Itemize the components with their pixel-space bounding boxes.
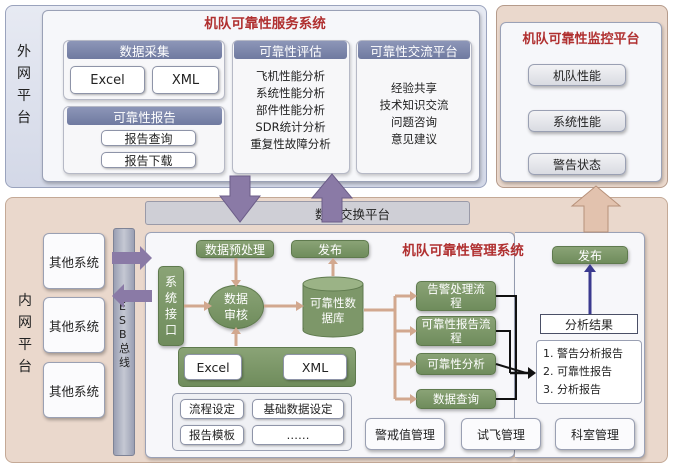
result-item-warning[interactable]: 1. 警告分析报告 xyxy=(543,347,623,360)
exchange-item-question[interactable]: 问题咨询 xyxy=(391,115,437,129)
module-threshold-button[interactable]: 警戒值管理 xyxy=(365,418,445,450)
setting-basic-data-button[interactable]: 基础数据设定 xyxy=(252,399,344,419)
other-system-3[interactable]: 其他系统 xyxy=(43,362,105,418)
setting-process-button[interactable]: 流程设定 xyxy=(180,399,244,419)
exchange-platform-header: 可靠性交流平台 xyxy=(358,41,470,59)
data-exchange-label: 数据交换平台 xyxy=(314,206,390,222)
inner-network-label: 内网平台 xyxy=(18,293,32,375)
process-alarm-handling[interactable]: 告警处理流程 xyxy=(416,281,496,311)
process-data-query[interactable]: 数据查询 xyxy=(416,389,496,409)
eval-item-sdr[interactable]: SDR统计分析 xyxy=(255,120,326,134)
report-download-button[interactable]: 报告下载 xyxy=(101,152,196,168)
exchange-item-suggestion[interactable]: 意见建议 xyxy=(391,132,437,146)
setting-template-button[interactable]: 报告模板 xyxy=(180,425,244,445)
eval-item-system[interactable]: 系统性能分析 xyxy=(256,86,325,100)
data-audit-node[interactable]: 数据审核 xyxy=(208,285,264,329)
eval-item-repeat-fault[interactable]: 重复性故障分析 xyxy=(250,137,331,151)
results-header: 分析结果 xyxy=(540,314,638,334)
module-department-button[interactable]: 科室管理 xyxy=(555,418,635,450)
publish-left-box[interactable]: 发布 xyxy=(291,240,369,258)
collection-xml-button[interactable]: XML xyxy=(152,66,219,94)
other-system-1[interactable]: 其他系统 xyxy=(43,233,105,289)
setting-more-button[interactable]: …… xyxy=(252,425,344,445)
outer-network-label: 外网平台 xyxy=(17,44,35,126)
results-list-panel: 1. 警告分析报告 2. 可靠性报告 3. 分析报告 xyxy=(536,340,642,404)
data-exchange-bar: 数据交换平台 xyxy=(145,201,470,225)
exchange-item-experience[interactable]: 经验共享 xyxy=(391,81,437,95)
exchange-platform-panel xyxy=(356,40,472,174)
preprocess-box[interactable]: 数据预处理 xyxy=(196,240,274,258)
collection-excel-button[interactable]: Excel xyxy=(70,66,145,94)
database-icon xyxy=(302,276,364,338)
data-collection-header: 数据采集 xyxy=(67,41,222,59)
format-xml-button[interactable]: XML xyxy=(283,354,347,380)
other-system-2[interactable]: 其他系统 xyxy=(43,297,105,353)
monitor-warning-button[interactable]: 警告状态 xyxy=(528,153,626,175)
eval-item-aircraft[interactable]: 飞机性能分析 xyxy=(256,69,325,83)
report-query-button[interactable]: 报告查询 xyxy=(101,130,196,146)
reliability-eval-header: 可靠性评估 xyxy=(234,41,347,59)
module-flight-test-button[interactable]: 试飞管理 xyxy=(461,418,541,450)
process-report-flow[interactable]: 可靠性报告流程 xyxy=(416,316,496,346)
monitor-system-button[interactable]: 系统性能 xyxy=(528,110,626,132)
management-system-title: 机队可靠性管理系统 xyxy=(402,243,524,259)
result-item-reliability[interactable]: 2. 可靠性报告 xyxy=(543,365,612,378)
exchange-platform-list: 经验共享 技术知识交流 问题咨询 意见建议 xyxy=(358,80,470,148)
result-item-analysis[interactable]: 3. 分析报告 xyxy=(543,383,601,396)
monitor-fleet-button[interactable]: 机队性能 xyxy=(528,64,626,86)
service-system-title: 机队可靠性服务系统 xyxy=(204,16,326,32)
monitor-title: 机队可靠性监控平台 xyxy=(522,31,640,47)
reliability-eval-list: 飞机性能分析 系统性能分析 部件性能分析 SDR统计分析 重复性故障分析 xyxy=(234,68,347,153)
reliability-report-header: 可靠性报告 xyxy=(67,107,222,125)
process-reliability-analysis[interactable]: 可靠性分析 xyxy=(416,353,496,375)
publish-right-box[interactable]: 发布 xyxy=(552,246,628,264)
eval-item-component[interactable]: 部件性能分析 xyxy=(256,103,325,117)
reliability-eval-panel xyxy=(232,40,350,174)
esb-bus-label: ESB总线 xyxy=(119,300,130,369)
system-interface-box: 系统接口 xyxy=(158,266,184,346)
format-excel-button[interactable]: Excel xyxy=(184,354,242,380)
exchange-item-tech[interactable]: 技术知识交流 xyxy=(379,98,449,112)
reliability-database[interactable]: 可靠性数据库 xyxy=(302,276,364,338)
